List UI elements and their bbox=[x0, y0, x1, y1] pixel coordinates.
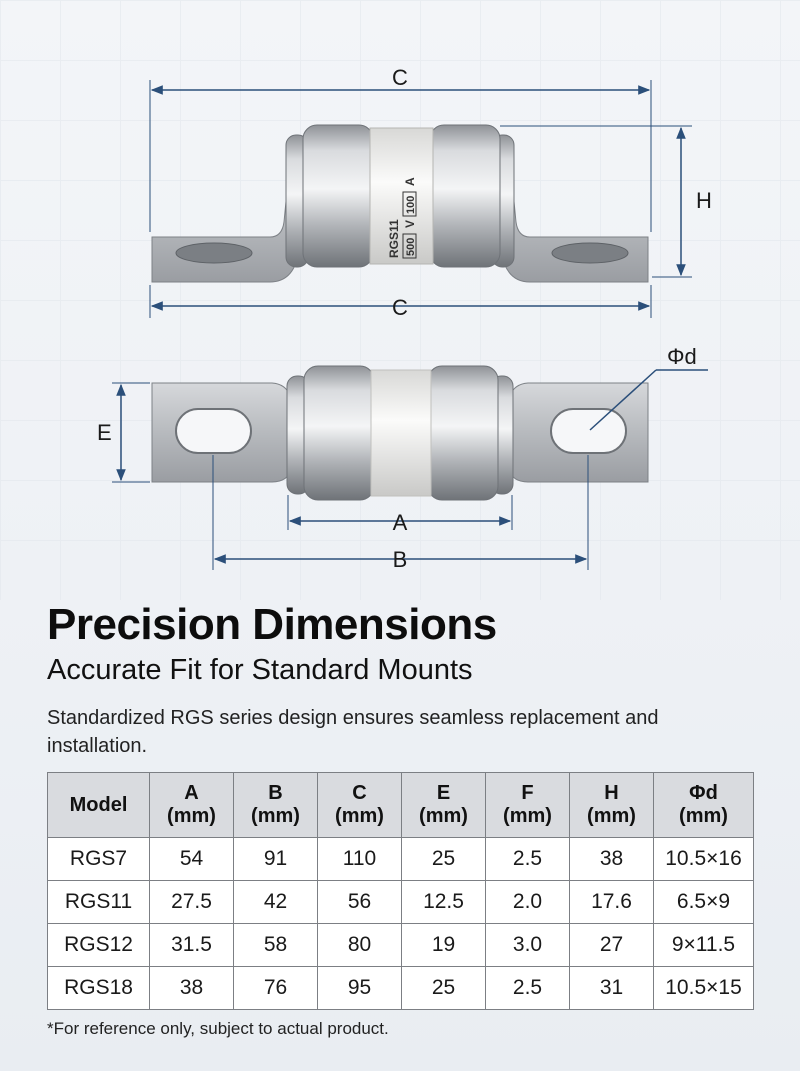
label-c-top: C bbox=[392, 65, 408, 90]
header-label: F bbox=[521, 782, 534, 804]
table-cell: 2.5 bbox=[485, 837, 570, 881]
table-row: RGS18 38 76 95 25 2.5 31 10.5×15 bbox=[47, 966, 754, 1010]
header-c: C(mm) bbox=[317, 772, 402, 838]
table-cell: RGS18 bbox=[47, 966, 150, 1010]
page-title: Precision Dimensions bbox=[47, 600, 497, 649]
label-b: B bbox=[393, 547, 408, 572]
table-cell: 6.5×9 bbox=[653, 880, 754, 924]
table-cell: RGS11 bbox=[47, 880, 150, 924]
header-label: Model bbox=[69, 793, 128, 816]
table-cell: 25 bbox=[401, 837, 486, 881]
table-cell: 56 bbox=[317, 880, 402, 924]
table-row: RGS11 27.5 42 56 12.5 2.0 17.6 6.5×9 bbox=[47, 880, 754, 924]
table-row: RGS12 31.5 58 80 19 3.0 27 9×11.5 bbox=[47, 923, 754, 967]
dimension-c-top: C bbox=[149, 65, 652, 232]
table-cell: 25 bbox=[401, 966, 486, 1010]
label-e: E bbox=[97, 420, 112, 445]
header-unit: (mm) bbox=[335, 805, 384, 827]
fuse-top-view bbox=[151, 365, 649, 501]
fuse-voltage-unit: V bbox=[403, 220, 417, 228]
header-e: E(mm) bbox=[401, 772, 486, 838]
table-cell: 91 bbox=[233, 837, 318, 881]
header-label: C bbox=[352, 782, 367, 804]
dimension-a: A bbox=[287, 495, 513, 535]
description-text: Standardized RGS series design ensures s… bbox=[47, 707, 659, 757]
table-cell: 76 bbox=[233, 966, 318, 1010]
header-unit: (mm) bbox=[251, 805, 300, 827]
header-h: H(mm) bbox=[569, 772, 654, 838]
header-phi-d: Φd(mm) bbox=[653, 772, 754, 838]
header-b: B(mm) bbox=[233, 772, 318, 838]
table-cell: 42 bbox=[233, 880, 318, 924]
table-cell: 10.5×15 bbox=[653, 966, 754, 1010]
label-c-bottom: C bbox=[392, 295, 408, 320]
table-cell: 110 bbox=[317, 837, 402, 881]
header-unit: (mm) bbox=[503, 805, 552, 827]
header-f: F(mm) bbox=[485, 772, 570, 838]
table-cell: 12.5 bbox=[401, 880, 486, 924]
table-cell: 9×11.5 bbox=[653, 923, 754, 967]
header-unit: (mm) bbox=[679, 805, 728, 827]
dimension-drawing: RGS11 500 V 100 A C C H bbox=[97, 65, 712, 572]
table-cell: RGS12 bbox=[47, 923, 150, 967]
dimensions-table: Model A(mm) B(mm) C(mm) E(mm) F(mm) H(mm… bbox=[47, 772, 754, 1010]
table-cell: 27 bbox=[569, 923, 654, 967]
table-cell: 31.5 bbox=[149, 923, 234, 967]
table-header-row: Model A(mm) B(mm) C(mm) E(mm) F(mm) H(mm… bbox=[47, 772, 754, 838]
label-a: A bbox=[393, 510, 408, 535]
fuse-side-view: RGS11 500 V 100 A bbox=[151, 124, 649, 283]
header-model: Model bbox=[47, 772, 150, 838]
header-label: H bbox=[604, 782, 619, 804]
dimension-h: H bbox=[500, 125, 712, 278]
table-row: RGS7 54 91 110 25 2.5 38 10.5×16 bbox=[47, 837, 754, 881]
table-cell: 10.5×16 bbox=[653, 837, 754, 881]
header-label: B bbox=[268, 782, 283, 804]
fuse-current-unit: A bbox=[403, 177, 417, 186]
table-cell: 31 bbox=[569, 966, 654, 1010]
dimension-b: B bbox=[212, 455, 589, 572]
table-cell: 54 bbox=[149, 837, 234, 881]
fuse-voltage-marking: 500 bbox=[405, 238, 417, 256]
table-cell: 38 bbox=[569, 837, 654, 881]
page-subtitle: Accurate Fit for Standard Mounts bbox=[47, 654, 473, 686]
table-cell: 2.0 bbox=[485, 880, 570, 924]
background-grid bbox=[0, 0, 800, 600]
table-cell: 58 bbox=[233, 923, 318, 967]
header-label: Φd bbox=[689, 782, 718, 804]
table-cell: 80 bbox=[317, 923, 402, 967]
header-a: A(mm) bbox=[149, 772, 234, 838]
table-cell: RGS7 bbox=[47, 837, 150, 881]
header-unit: (mm) bbox=[419, 805, 468, 827]
table-cell: 2.5 bbox=[485, 966, 570, 1010]
header-unit: (mm) bbox=[167, 805, 216, 827]
table-cell: 17.6 bbox=[569, 880, 654, 924]
header-label: E bbox=[436, 782, 451, 804]
dimension-c-bottom: C bbox=[149, 285, 652, 320]
label-h: H bbox=[696, 188, 712, 213]
table-cell: 27.5 bbox=[149, 880, 234, 924]
fuse-model-marking: RGS11 bbox=[387, 219, 401, 258]
header-unit: (mm) bbox=[587, 805, 636, 827]
dimension-e: E bbox=[97, 382, 150, 483]
header-label: A bbox=[184, 782, 199, 804]
label-phi-d: Φd bbox=[667, 344, 697, 369]
footnote: *For reference only, subject to actual p… bbox=[47, 1019, 389, 1038]
table-cell: 95 bbox=[317, 966, 402, 1010]
table-cell: 19 bbox=[401, 923, 486, 967]
fuse-current-marking: 100 bbox=[405, 196, 417, 214]
table-cell: 38 bbox=[149, 966, 234, 1010]
dimension-phi-d: Φd bbox=[589, 344, 708, 431]
table-cell: 3.0 bbox=[485, 923, 570, 967]
